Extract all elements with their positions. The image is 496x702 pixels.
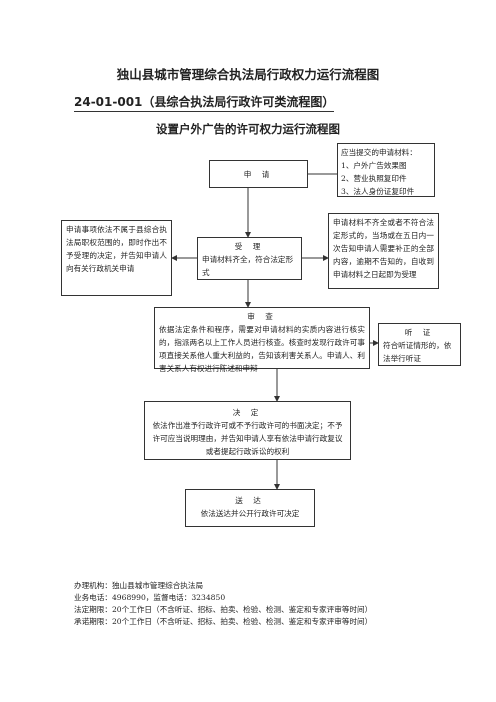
footer-legal-limit: 法定期限：20个工作日（不含听证、招标、拍卖、检验、检测、鉴定和专家评审等时间）	[74, 605, 373, 614]
review-title: 审 查	[247, 312, 277, 321]
deliver-title: 送 达	[235, 496, 265, 505]
flowchart-code: 24-01-001（县综合执法局行政许可类流程图）	[74, 93, 335, 112]
incomplete-box: 申请材料不齐全或者不符合法定形式的，当场或在五日内一次告知申请人需要补正的全部内…	[328, 213, 439, 289]
deliver-box: 送 达 依法送达并公开行政许可决定	[185, 489, 315, 527]
reject-box: 申请事项依法不属于县综合执法局职权范围的，即时作出不予受理的决定，并告知申请人向…	[61, 220, 172, 296]
hearing-box: 听 证 符合听证情形的，依法举行听证	[378, 323, 461, 366]
materials-item: 2、营业执照复印件	[341, 174, 407, 183]
materials-item: 1、户外广告效果图	[341, 161, 407, 170]
footer-agency: 办理机构：独山县城市管理综合执法局	[74, 581, 204, 590]
apply-title: 申 请	[243, 170, 274, 179]
accept-text: 申请材料齐全，符合法定形式	[202, 255, 294, 277]
materials-item: 3、法人身份证复印件	[341, 187, 415, 196]
incomplete-text: 申请材料不齐全或者不符合法定形式的，当场或在五日内一次告知申请人需要补正的全部内…	[333, 218, 434, 279]
apply-box: 申 请	[209, 160, 308, 188]
decision-box: 决 定 依法作出准予行政许可或不予行政许可的书面决定；不予许可应当说明理由，并告…	[144, 401, 351, 460]
review-box: 审 查 依据法定条件和程序，需要对申请材料的实质内容进行核实的，指派两名以上工作…	[154, 307, 370, 373]
decision-title: 决 定	[232, 408, 263, 417]
materials-heading: 应当提交的申请材料：	[341, 148, 417, 157]
decision-text: 依法作出准予行政许可或不予行政许可的书面决定；不予许可应当说明理由，并告知申请人…	[152, 421, 343, 456]
footer-promise-limit: 承诺期限：20个工作日（不含听证、招标、拍卖、检验、检测、鉴定和专家评审等时间）	[74, 617, 373, 626]
review-text: 依据法定条件和程序，需要对申请材料的实质内容进行核实的，指派两名以上工作人员进行…	[159, 325, 365, 373]
flowchart-heading: 设置户外广告的许可权力运行流程图	[156, 122, 340, 136]
hearing-title: 听 证	[404, 328, 435, 337]
hearing-text: 符合听证情形的，依法举行听证	[383, 341, 452, 363]
page-title: 独山县城市管理综合执法局行政权力运行流程图	[116, 67, 380, 82]
deliver-text: 依法送达并公开行政许可决定	[200, 509, 300, 518]
reject-text: 申请事项依法不属于县综合执法局职权范围的，即时作出不予受理的决定，并告知申请人向…	[66, 225, 167, 273]
accept-title: 受 理	[234, 242, 265, 251]
footer-phone: 业务电话：4968990，监督电话：3234850	[74, 593, 226, 602]
accept-box: 受 理 申请材料齐全，符合法定形式	[197, 237, 302, 280]
materials-box: 应当提交的申请材料： 1、户外广告效果图 2、营业执照复印件 3、法人身份证复印…	[337, 143, 435, 197]
